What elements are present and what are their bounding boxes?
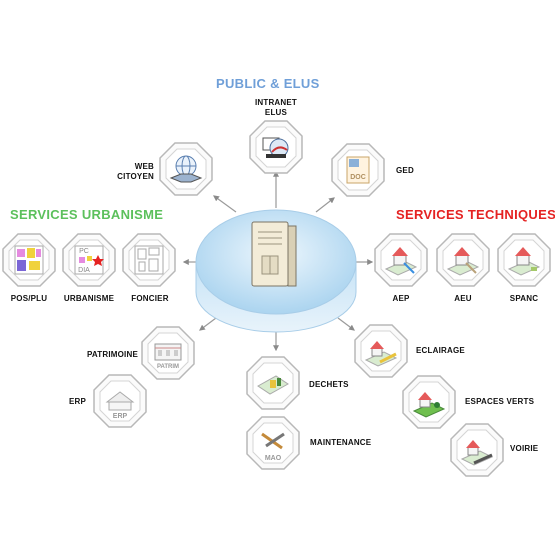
label-web-citoyen: WEB CITOYEN: [110, 162, 154, 182]
label-aeu: AEU: [454, 294, 472, 303]
ged-icon-text: DOC: [350, 174, 366, 181]
label-dechets: DECHETS: [309, 380, 349, 389]
server-icon: [251, 221, 297, 287]
label-pos-plu: POS/PLU: [10, 294, 48, 303]
zoning-map-icon: [14, 245, 44, 275]
label-espaces-verts: ESPACES VERTS: [465, 397, 535, 406]
connectors: [182, 170, 374, 352]
wastewater-icon: [446, 247, 480, 276]
tile-voirie[interactable]: [450, 423, 504, 477]
label-aep: AEP: [392, 294, 410, 303]
label-voirie: VOIRIE: [510, 444, 539, 453]
label-eclairage: ECLAIRAGE: [416, 346, 465, 355]
tile-aep[interactable]: [374, 233, 428, 287]
tools-icon: MAO: [261, 432, 285, 462]
tile-patrimoine[interactable]: PATRIM: [141, 326, 195, 380]
tile-pos-plu[interactable]: [2, 233, 56, 287]
septic-icon: [507, 247, 541, 276]
globe-icon: [169, 155, 203, 183]
label-intranet-line1: INTRANET: [254, 98, 298, 107]
tile-maintenance[interactable]: MAO: [246, 416, 300, 470]
label-erp: ERP: [68, 397, 86, 406]
label-urbanisme: URBANISME: [63, 294, 115, 303]
intranet-icon: [262, 137, 289, 158]
water-supply-icon: [384, 247, 418, 276]
heading-services-urbanisme: SERVICES URBANISME: [10, 207, 164, 222]
label-intranet-elus: INTRANET ELUS: [246, 98, 306, 118]
tile-espaces-verts[interactable]: [402, 375, 456, 429]
label-intranet-line2: ELUS: [264, 108, 288, 117]
label-web-line2: CITOYEN: [117, 172, 154, 181]
permit-map-icon: PC DIA: [74, 245, 104, 275]
green-space-icon: [412, 392, 446, 418]
parcel-map-icon: [134, 245, 164, 275]
street-lighting-icon: [364, 341, 398, 367]
tile-intranet-elus[interactable]: [249, 120, 303, 174]
label-maintenance: MAINTENANCE: [310, 438, 372, 447]
document-icon: DOC: [346, 156, 370, 184]
tile-urbanisme[interactable]: PC DIA: [62, 233, 116, 287]
erp-icon-text: ERP: [113, 413, 128, 420]
label-foncier: FONCIER: [131, 294, 169, 303]
urbanisme-icon-text-1: PC: [79, 248, 89, 255]
tile-web-citoyen[interactable]: [159, 142, 213, 196]
connector-ged: [315, 197, 335, 213]
connector-web: [213, 195, 237, 213]
public-building-icon: ERP: [105, 391, 135, 420]
road-icon: [460, 440, 494, 466]
central-hub: [195, 209, 357, 333]
label-ged: GED: [396, 166, 414, 175]
tile-foncier[interactable]: [122, 233, 176, 287]
heading-services-techniques: SERVICES TECHNIQUES: [396, 207, 555, 222]
label-web-line1: WEB: [134, 162, 154, 171]
urbanisme-icon-text-2: DIA: [78, 267, 90, 274]
tile-ged[interactable]: DOC: [331, 143, 385, 197]
label-spanc: SPANC: [509, 294, 539, 303]
connector-patrimoine: [199, 317, 217, 331]
tile-eclairage[interactable]: [354, 324, 408, 378]
patrimoine-icon-text: PATRIM: [157, 364, 179, 370]
maintenance-icon-text: MAO: [265, 455, 282, 462]
heritage-icon: PATRIM: [154, 343, 182, 370]
label-patrimoine: PATRIMOINE: [86, 350, 138, 359]
heading-public-elus: PUBLIC & ELUS: [216, 76, 320, 91]
waste-icon: [257, 375, 289, 395]
tile-spanc[interactable]: [497, 233, 551, 287]
tile-erp[interactable]: ERP: [93, 374, 147, 428]
tile-dechets[interactable]: [246, 356, 300, 410]
tile-aeu[interactable]: [436, 233, 490, 287]
connector-eclairage: [337, 317, 355, 331]
